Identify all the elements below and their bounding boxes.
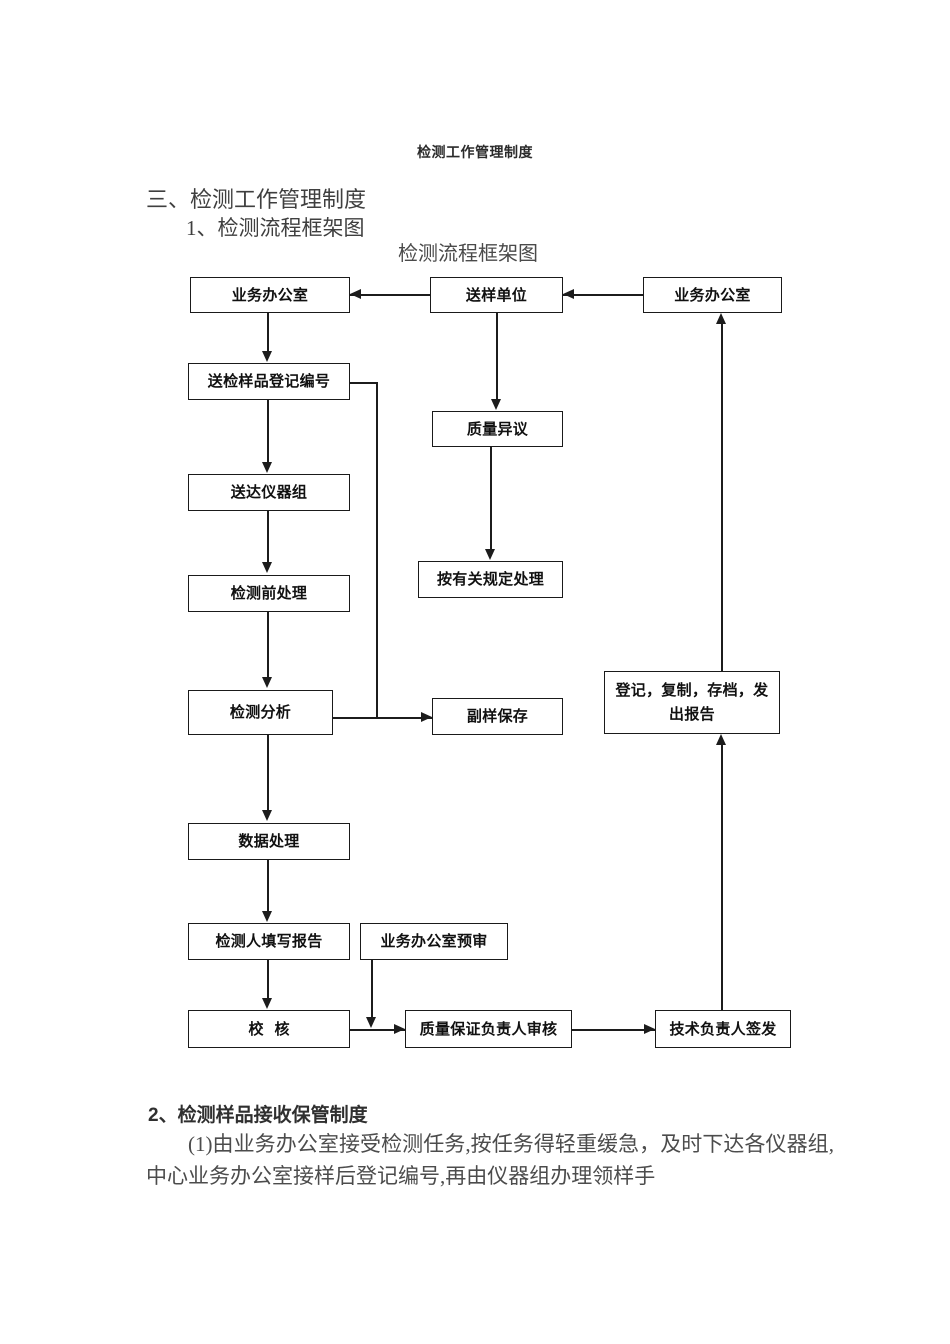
heading-section-three: 三、检测工作管理制度 bbox=[146, 187, 367, 212]
arrowhead-to-duplicate bbox=[421, 712, 432, 722]
arrowhead-to-archive bbox=[716, 734, 726, 745]
edge-tester-to-verification bbox=[267, 960, 269, 999]
heading-subsection-one: 1、检测流程框架图 bbox=[186, 216, 365, 240]
node-deliver-instrument[interactable]: 送达仪器组 bbox=[188, 474, 350, 511]
arrowhead-to-analysis bbox=[262, 677, 272, 688]
edge-register-right-stub bbox=[350, 382, 378, 384]
edge-instrument-to-pretreatment bbox=[267, 511, 269, 563]
edge-archive-to-officeright bbox=[721, 324, 723, 671]
node-tech-manager-sign[interactable]: 技术负责人签发 bbox=[655, 1010, 791, 1048]
edge-verification-to-qa bbox=[350, 1029, 405, 1031]
node-office-prereview[interactable]: 业务办公室预审 bbox=[360, 923, 508, 960]
edge-officeleft-to-register bbox=[267, 313, 269, 352]
edge-data-to-tester bbox=[267, 860, 269, 912]
document-header-title: 检测工作管理制度 bbox=[417, 144, 533, 160]
node-data-processing[interactable]: 数据处理 bbox=[188, 823, 350, 860]
arrowhead-to-data bbox=[262, 810, 272, 821]
edge-sampleunit-to-officeleft bbox=[350, 294, 430, 296]
edge-pretreatment-to-analysis bbox=[267, 612, 269, 678]
node-office-left[interactable]: 业务办公室 bbox=[190, 277, 350, 313]
node-archive-report[interactable]: 登记，复制，存档，发出报告 bbox=[604, 671, 780, 734]
edge-tech-to-archive bbox=[721, 745, 723, 1010]
arrowhead-to-pretreatment bbox=[262, 562, 272, 573]
flowchart-title: 检测流程框架图 bbox=[398, 243, 538, 265]
paragraph-sample-receipt: (1)由业务办公室接受检测任务,按任务得轻重缓急，及时下达各仪器组,中心业务办公… bbox=[146, 1132, 834, 1188]
edge-prereview-down bbox=[371, 960, 373, 1018]
arrowhead-to-tester bbox=[262, 911, 272, 922]
node-sample-register[interactable]: 送检样品登记编号 bbox=[188, 363, 350, 400]
arrowhead-to-officeright bbox=[716, 313, 726, 324]
node-quality-dispute[interactable]: 质量异议 bbox=[432, 411, 563, 447]
arrowhead-to-register bbox=[262, 351, 272, 362]
edge-dispute-to-rules bbox=[490, 447, 492, 550]
arrowhead-to-rules bbox=[485, 549, 495, 560]
arrowhead-prereview-down bbox=[366, 1017, 376, 1028]
node-pre-treatment[interactable]: 检测前处理 bbox=[188, 575, 350, 612]
arrowhead-to-dispute bbox=[491, 399, 501, 410]
arrowhead-to-verification bbox=[262, 998, 272, 1009]
edge-register-down-long bbox=[376, 382, 378, 718]
arrowhead-to-qa bbox=[394, 1024, 405, 1034]
edge-analysis-to-data bbox=[267, 735, 269, 811]
heading-subsection-two: 2、检测样品接收保管制度 bbox=[148, 1105, 368, 1126]
arrowhead-to-tech bbox=[644, 1024, 655, 1034]
arrowhead-to-sampleunit bbox=[563, 289, 574, 299]
node-duplicate-sample[interactable]: 副样保存 bbox=[432, 698, 563, 735]
node-verification[interactable]: 校核 bbox=[188, 1010, 350, 1048]
edge-officeright-to-sampleunit bbox=[563, 294, 643, 296]
node-office-right[interactable]: 业务办公室 bbox=[643, 277, 782, 313]
node-handle-by-rules[interactable]: 按有关规定处理 bbox=[418, 561, 563, 598]
node-analysis[interactable]: 检测分析 bbox=[188, 690, 333, 735]
arrowhead-to-officeleft bbox=[350, 289, 361, 299]
edge-sampleunit-to-dispute bbox=[496, 313, 498, 400]
node-qa-manager-review[interactable]: 质量保证负责人审核 bbox=[405, 1010, 572, 1048]
node-tester-writes[interactable]: 检测人填写报告 bbox=[188, 923, 350, 960]
edge-qa-to-tech bbox=[572, 1029, 655, 1031]
edge-analysis-to-duplicate bbox=[333, 717, 432, 719]
node-sample-unit[interactable]: 送样单位 bbox=[430, 277, 563, 313]
arrowhead-to-instrument bbox=[262, 462, 272, 473]
edge-register-to-instrument bbox=[267, 400, 269, 463]
